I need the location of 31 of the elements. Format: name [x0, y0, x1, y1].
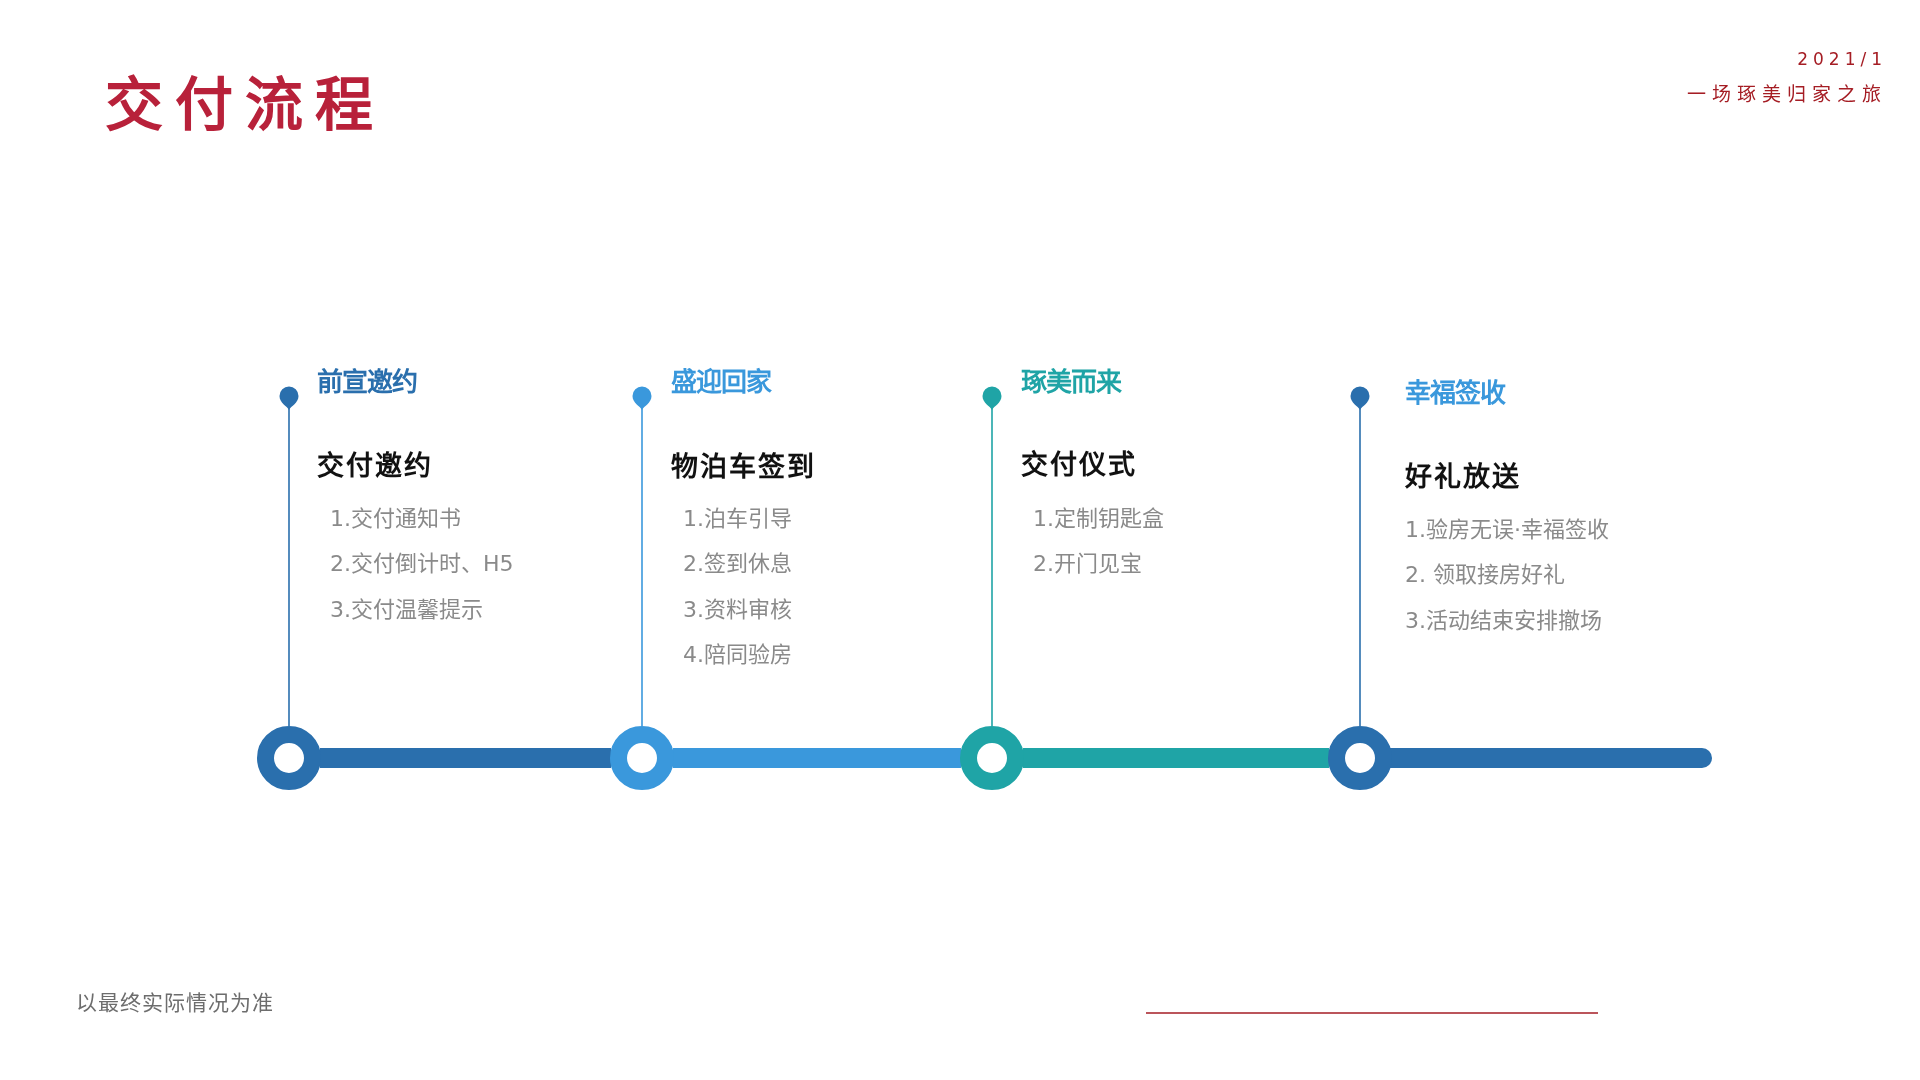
footnote: 以最终实际情况为准 — [76, 989, 274, 1017]
list-item: 2.签到休息 — [683, 550, 792, 578]
list-item: 3.资料审核 — [683, 595, 792, 624]
date-label: 2021/1 — [1797, 48, 1887, 70]
list-item: 3.交付温馨提示 — [330, 595, 483, 624]
list-item: 3.活动结束安排撤场 — [1405, 606, 1602, 635]
list-item: 1.定制钥匙盒 — [1033, 504, 1164, 533]
list-item: 1.验房无误·幸福签收 — [1405, 515, 1609, 544]
list-item: 1.泊车引导 — [683, 504, 792, 533]
list-item: 2.交付倒计时、H5 — [330, 550, 514, 578]
step-title: 交付仪式 — [1021, 447, 1137, 482]
step-title: 交付邀约 — [317, 448, 433, 483]
timeline-bar — [1023, 748, 1329, 768]
list-item: 2. 领取接房好礼 — [1405, 561, 1565, 589]
page-title: 交付流程 — [105, 69, 385, 141]
stage-heading: 盛迎回家 — [671, 366, 771, 399]
timeline-ring — [257, 726, 321, 790]
stage-heading: 幸福签收 — [1405, 377, 1505, 410]
timeline-ring — [610, 726, 674, 790]
subtitle: 一场琢美归家之旅 — [1687, 81, 1887, 107]
stage-heading: 琢美而来 — [1021, 366, 1121, 399]
list-item: 1.交付通知书 — [330, 504, 461, 533]
timeline-ring — [1328, 726, 1392, 790]
step-title: 好礼放送 — [1405, 459, 1521, 494]
stage-heading: 前宣邀约 — [317, 366, 417, 399]
list-item: 4.陪同验房 — [683, 641, 792, 669]
step-title: 物泊车签到 — [671, 449, 816, 484]
timeline-bar — [673, 748, 961, 768]
timeline-ring — [960, 726, 1024, 790]
list-item: 2.开门见宝 — [1033, 550, 1142, 578]
timeline-bar — [320, 748, 611, 768]
